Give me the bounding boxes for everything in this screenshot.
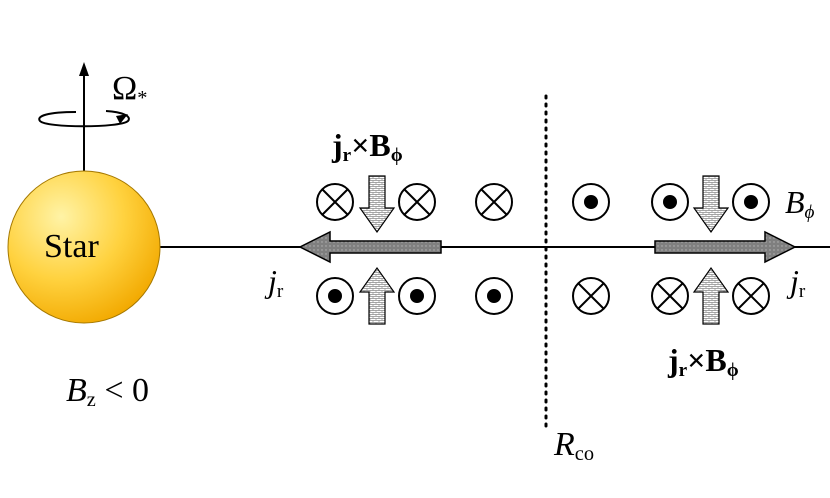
- rco-symbol: R: [554, 426, 575, 463]
- jr-subscript: r: [276, 280, 284, 302]
- force-arrow-down-left: [358, 175, 396, 234]
- field-into-page-icon: [651, 277, 689, 315]
- force-j-sub: r: [678, 359, 688, 381]
- bz-subscript: z: [86, 389, 96, 412]
- field-into-page-icon: [316, 183, 354, 221]
- current-label-left: jr: [268, 265, 283, 301]
- field-into-page-icon: [732, 277, 770, 315]
- field-into-page-icon: [398, 183, 436, 221]
- rotation-curl-arrowhead: [116, 114, 128, 124]
- current-arrow-outward: [654, 230, 797, 264]
- star-label: Star: [44, 228, 99, 265]
- jr-subscript: r: [798, 280, 806, 302]
- force-arrow-up-left: [358, 266, 396, 325]
- force-label-bottom: jr×Bϕ: [668, 344, 739, 380]
- force-j: j: [332, 127, 343, 163]
- field-out-of-page-icon: [316, 277, 354, 315]
- jr-symbol: j: [268, 263, 277, 299]
- star-sphere: [7, 170, 161, 324]
- field-into-page-icon: [475, 183, 513, 221]
- omega-subscript: *: [137, 87, 148, 110]
- corotation-label: Rco: [554, 428, 594, 465]
- field-out-of-page-icon: [475, 277, 513, 315]
- force-cross: ×: [687, 342, 706, 378]
- rco-subscript: co: [574, 443, 595, 466]
- bphi-label: Bϕ: [785, 186, 814, 222]
- field-into-page-icon: [572, 277, 610, 315]
- field-out-of-page-icon: [651, 183, 689, 221]
- force-b-sub: ϕ: [390, 144, 403, 166]
- omega-symbol: Ω: [112, 70, 138, 107]
- rotation-axis-arrowhead: [79, 62, 89, 76]
- force-cross: ×: [351, 127, 370, 163]
- current-label-right: jr: [790, 265, 805, 301]
- field-out-of-page-icon: [732, 183, 770, 221]
- field-sign-label: Bz < 0: [66, 374, 149, 411]
- bz-relation: < 0: [104, 372, 150, 409]
- force-arrow-up-right: [692, 266, 730, 325]
- current-arrow-inward: [298, 230, 442, 264]
- force-j-sub: r: [342, 144, 352, 166]
- force-label-top: jr×Bϕ: [332, 129, 403, 165]
- force-b: B: [369, 127, 391, 163]
- force-arrow-down-right: [692, 175, 730, 234]
- force-b-sub: ϕ: [726, 359, 739, 381]
- force-j: j: [668, 342, 679, 378]
- bphi-subscript: ϕ: [804, 201, 815, 223]
- field-out-of-page-icon: [398, 277, 436, 315]
- force-b: B: [705, 342, 727, 378]
- bphi-symbol: B: [785, 184, 805, 220]
- field-out-of-page-icon: [572, 183, 610, 221]
- rotation-label: Ω*: [112, 72, 147, 109]
- bz-symbol: B: [66, 372, 87, 409]
- jr-symbol: j: [790, 263, 799, 299]
